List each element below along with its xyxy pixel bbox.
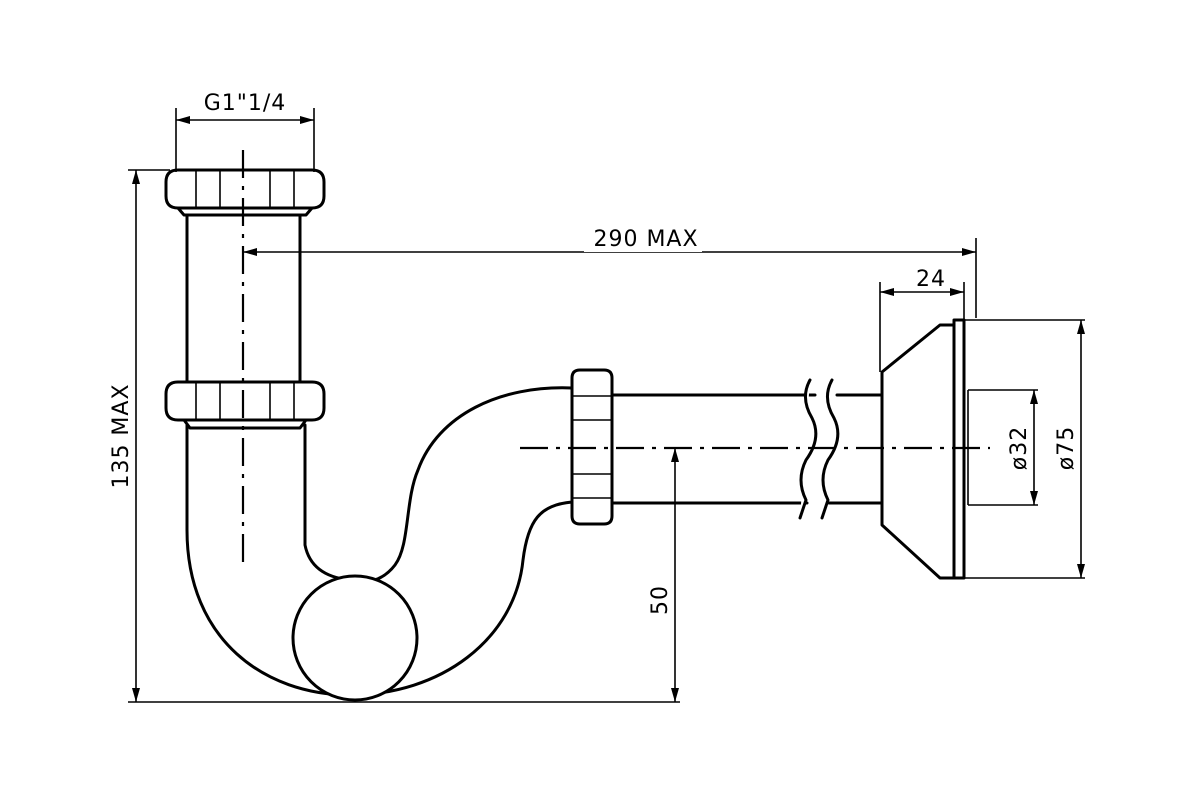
length-label: 290 MAX [593,227,698,252]
cleanout-cap [291,574,419,702]
height-dimension: 135 MAX [109,169,680,703]
upper-union-nut [164,168,326,217]
outlet-height-dimension: 50 [648,448,679,702]
flange-depth-label: 24 [916,267,946,292]
flange-depth-dimension: 24 [879,267,965,372]
thread-label: G1"1/4 [204,91,287,116]
pipe-diameter-dimension: ø32 [1007,390,1038,505]
flange-diameter-label: ø75 [1054,426,1079,470]
thread-dimension: G1"1/4 [175,91,315,172]
height-label: 135 MAX [109,383,134,488]
trap-body [185,386,574,702]
length-dimension: 290 MAX [243,227,977,318]
pipe-diameter-label: ø32 [1007,426,1032,470]
outlet-height-label: 50 [648,585,673,615]
flange-diameter-dimension: ø75 [1054,320,1085,578]
lower-union-nut [164,380,326,430]
